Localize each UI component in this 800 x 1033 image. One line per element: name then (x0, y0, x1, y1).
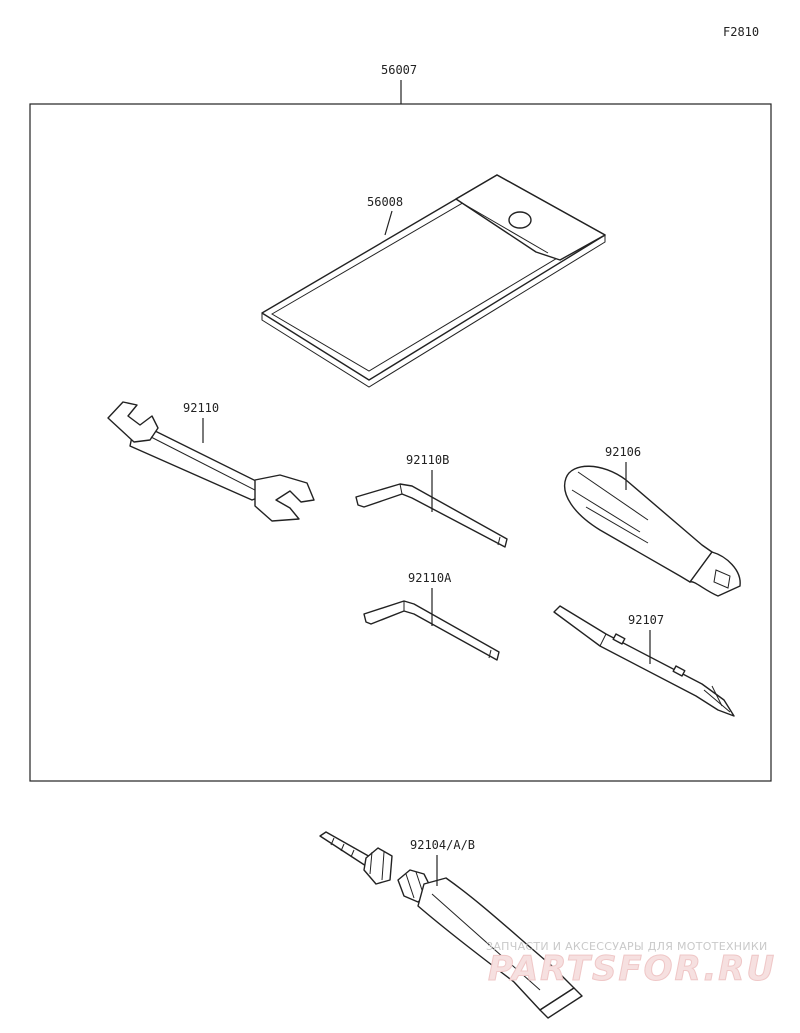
label-92106: 92106 (605, 445, 641, 459)
screwdriver-bit[interactable] (553, 605, 735, 717)
label-92104: 92104/A/B (410, 838, 475, 852)
pouch-snap-button (508, 211, 532, 229)
label-56008: 56008 (367, 195, 403, 209)
nozzle-cap (363, 847, 393, 885)
figure-code: F2810 (723, 25, 759, 39)
leader-56008 (384, 210, 393, 236)
watermark-caption: ЗАПЧАСТИ И АКСЕССУАРЫ ДЛЯ МОТОТЕХНИКИ (486, 940, 768, 953)
kit-frame (29, 103, 772, 782)
hex-key-small[interactable] (363, 600, 500, 661)
label-92110B: 92110B (406, 453, 449, 467)
label-92110: 92110 (183, 401, 219, 415)
label-92110A: 92110A (408, 571, 452, 585)
tool-pouch[interactable] (261, 174, 606, 388)
hex-key-large[interactable] (355, 483, 508, 548)
label-92107: 92107 (628, 613, 664, 627)
open-end-wrench[interactable] (107, 401, 315, 522)
screwdriver-handle[interactable] (564, 465, 741, 597)
label-56007: 56007 (381, 63, 417, 77)
watermark-brand: PARTSFOR.RU (488, 949, 776, 989)
grease-tube[interactable] (319, 831, 583, 1019)
